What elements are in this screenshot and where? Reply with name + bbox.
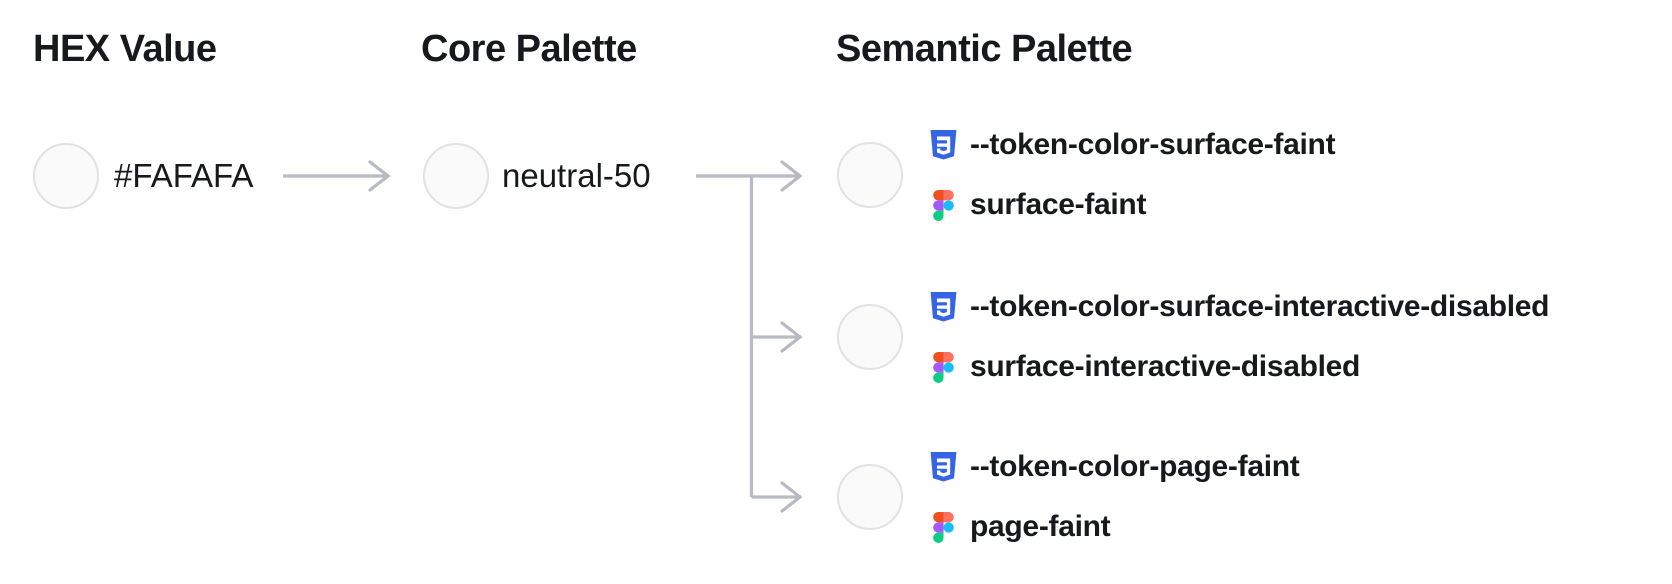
arrowhead-semantic-1 [780, 160, 803, 192]
semantic-column-header: Semantic Palette [836, 28, 1133, 70]
hex-value-node: #FAFAFA [33, 143, 253, 209]
hex-color-swatch [33, 143, 99, 209]
css3-shield-icon [930, 292, 957, 323]
semantic-color-swatch [837, 142, 903, 208]
css-token-line: --token-color-surface-faint [930, 127, 1336, 163]
semantic-token-row: --token-color-surface-interactive-disabl… [837, 282, 1550, 392]
figma-token-line: surface-faint [930, 187, 1335, 223]
css-token-name: --token-color-surface-interactive-disabl… [970, 290, 1550, 323]
hex-column-header: HEX Value [33, 28, 217, 70]
figma-token-line: page-faint [930, 509, 1299, 545]
semantic-token-row: --token-color-page-faint page-faint [837, 442, 1300, 552]
core-palette-node: neutral-50 [423, 143, 651, 209]
css3-shield-icon [930, 452, 957, 483]
arrowhead-semantic-2 [780, 321, 803, 353]
css-token-line: --token-color-page-faint [930, 449, 1300, 485]
figma-icon [930, 511, 957, 543]
semantic-color-swatch [837, 304, 903, 370]
figma-icon [930, 189, 957, 221]
semantic-color-swatch [837, 464, 903, 530]
css-token-name: --token-color-surface-faint [970, 128, 1336, 161]
figma-token-line: surface-interactive-disabled [930, 349, 1549, 385]
arrowhead-hex-to-core [368, 160, 391, 192]
semantic-token-row: --token-color-surface-faint surface-fain… [837, 120, 1336, 230]
hex-value-label: #FAFAFA [114, 157, 254, 194]
css-token-name: --token-color-page-faint [970, 450, 1300, 483]
arrowhead-semantic-3 [780, 481, 803, 513]
css-token-line: --token-color-surface-interactive-disabl… [930, 289, 1550, 325]
css3-shield-icon [930, 130, 957, 161]
core-column-header: Core Palette [421, 28, 637, 70]
core-value-label: neutral-50 [502, 157, 651, 194]
core-color-swatch [423, 143, 489, 209]
figma-token-name: page-faint [970, 510, 1111, 543]
figma-token-name: surface-faint [970, 188, 1147, 221]
figma-token-name: surface-interactive-disabled [970, 350, 1361, 383]
figma-icon [930, 351, 957, 383]
